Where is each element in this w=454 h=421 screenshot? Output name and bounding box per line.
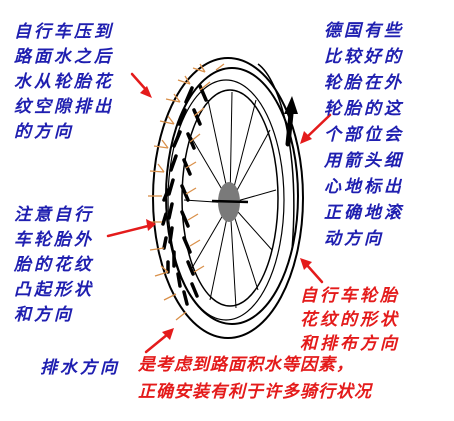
tread-pattern	[161, 84, 208, 306]
arrow-top-left	[130, 72, 152, 98]
wheel-hub	[211, 182, 249, 222]
note-drain-direction: 排水方向	[40, 358, 120, 378]
note-tread-shape: 注意自行 车轮胎外 胎的花纹 凸起形状 和方向	[14, 205, 94, 325]
arrow-mid-left	[106, 219, 156, 238]
tire	[152, 57, 304, 339]
note-tread-pattern: 自行车轮胎 花纹的形状 和排布方向	[300, 286, 400, 354]
rotation-direction-arrow	[284, 96, 298, 147]
water-flow-arrows	[148, 63, 225, 321]
arrow-drain	[144, 328, 174, 354]
note-water-drain-direction: 自行车压到 路面水之后 水从轮胎花 纹空隙排出 的方向	[14, 22, 114, 142]
note-german-tire-arrow: 德国有些 比较好的 轮胎在外 轮胎的这 个部位会 用箭头细 心地标出 正确地滚 …	[324, 21, 404, 249]
arrow-mid-right	[300, 258, 324, 284]
arrow-top-right	[300, 113, 332, 144]
pointer-arrows	[106, 72, 332, 354]
note-correct-install: 是考虑到路面积水等因素， 正确安装有利于许多骑行状况	[138, 355, 372, 402]
